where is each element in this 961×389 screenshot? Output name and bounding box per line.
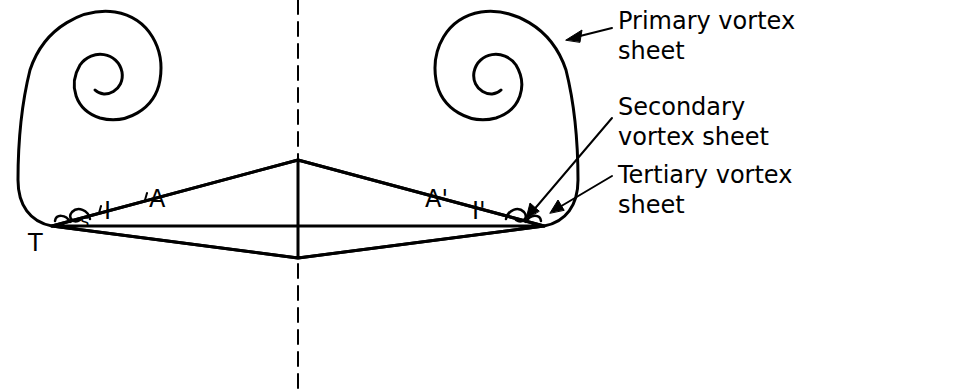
callout-text: Primary vortex sheet — [618, 6, 808, 66]
tertiary-vortex-sheet — [55, 216, 70, 222]
point-label: A' — [425, 184, 448, 214]
wing-outline — [52, 160, 544, 258]
point-label: I' — [472, 196, 486, 226]
arrow-head — [550, 200, 564, 213]
callout-text: Secondary vortex sheet — [618, 92, 808, 152]
primary-vortex-sheet — [18, 11, 161, 226]
leader-line — [532, 118, 612, 212]
arrow-head — [566, 30, 582, 42]
point-label: T — [28, 228, 43, 258]
leader-line — [580, 28, 612, 36]
wing-section — [52, 160, 544, 258]
point-label: s — [80, 206, 89, 236]
vortex-system — [18, 11, 161, 226]
callout-text: Tertiary vortex sheet — [618, 160, 808, 220]
point-label: I — [104, 196, 111, 226]
arrow-head — [526, 203, 539, 219]
point-label: A — [149, 184, 165, 214]
leader-line — [558, 176, 612, 208]
position-tick — [99, 206, 101, 213]
position-tick — [145, 193, 147, 200]
